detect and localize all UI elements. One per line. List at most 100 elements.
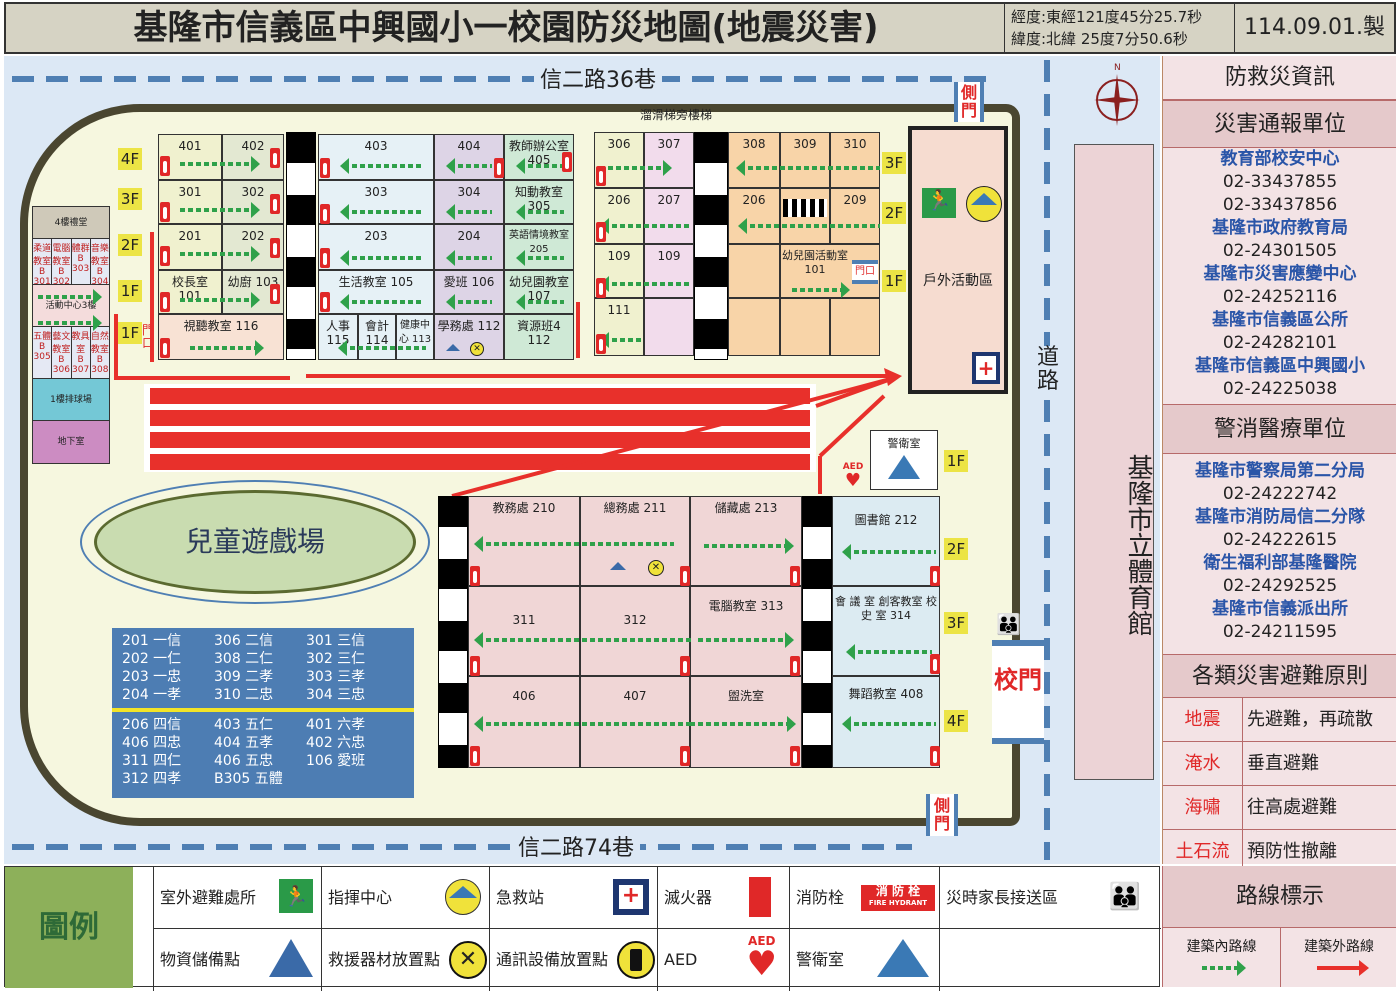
parent-pickup-icon: 👪	[1108, 882, 1141, 912]
contact-phone[interactable]: 02-24211595	[1222, 622, 1338, 642]
gymnasium: 基隆市立體育館	[1074, 144, 1154, 780]
class-entry: 310 二忠	[214, 687, 274, 703]
room-116-av: 視聽教室 116	[158, 314, 284, 360]
class-entry: 301 三信	[306, 633, 366, 649]
disaster-type: 海嘯	[1163, 786, 1243, 830]
contact-phone[interactable]: 02-24292525	[1222, 576, 1338, 596]
disaster-type: 土石流	[1163, 830, 1243, 874]
class-entry: 302 三仁	[306, 651, 366, 667]
supply-storage-icon	[269, 939, 313, 977]
outdoor-route-stripe	[150, 388, 810, 404]
slide-staircase[interactable]	[694, 132, 728, 360]
north-side-gate[interactable]: 側門	[954, 82, 984, 122]
indoor-route-arrow	[690, 716, 796, 732]
disaster-type: 地震	[1163, 698, 1243, 742]
command-center-icon	[445, 879, 481, 915]
contact-phone[interactable]: 02-24252116	[1222, 287, 1338, 307]
fire-extinguisher-icon	[270, 194, 280, 214]
room-314: 會 議 室 創客教室 校 史 室 314	[832, 586, 940, 676]
fire-extinguisher-icon	[470, 656, 480, 676]
indoor-route-arrow	[516, 294, 564, 310]
command-center-icon	[966, 186, 1002, 222]
contact-phone[interactable]: 02-24225038	[1222, 379, 1338, 399]
contact-phone[interactable]: 02-24222615	[1222, 530, 1338, 550]
class-entry: 406 五忠	[214, 753, 274, 769]
outdoor-route-line	[114, 376, 290, 380]
fire-extinguisher-icon	[470, 566, 480, 586]
class-entry: 312 四孝	[122, 771, 182, 787]
room-blank	[830, 298, 880, 356]
class-entry: 303 三孝	[306, 669, 366, 685]
indoor-route-arrow	[842, 544, 936, 560]
door-label[interactable]: 門口	[852, 260, 878, 284]
room-205: 英語情境教室 205	[504, 224, 574, 270]
floor-tag: 1F	[944, 450, 968, 472]
indoor-route-arrow	[1201, 960, 1246, 976]
guard-room-icon	[888, 455, 920, 479]
route-inside-label: 建築內路線	[1186, 939, 1257, 955]
fire-extinguisher-icon	[680, 656, 690, 676]
fire-extinguisher-icon	[160, 202, 170, 222]
outdoor-shelter-icon: 🏃	[922, 188, 956, 218]
indoor-route-arrow	[338, 340, 426, 356]
north-road-label: 信二路36巷	[534, 62, 662, 94]
room-403: 403	[318, 134, 434, 180]
class-entry: 106 愛班	[306, 753, 366, 769]
indoor-route-arrow	[180, 246, 260, 262]
indoor-route-arrow	[340, 204, 424, 220]
south-side-gate[interactable]: 側門	[926, 794, 958, 836]
indoor-route-arrow	[738, 218, 880, 234]
fire-extinguisher-icon	[320, 292, 330, 312]
floor-tag: 3F	[882, 152, 906, 174]
compass-icon: N	[1092, 62, 1142, 128]
staircase[interactable]	[802, 496, 832, 768]
fire-extinguisher-icon	[596, 278, 606, 298]
main-gate[interactable]: 校門	[992, 640, 1044, 744]
contact-phone[interactable]: 02-24282101	[1222, 333, 1338, 353]
playground-outline	[80, 480, 430, 604]
panel-title: 防救災資訊	[1163, 56, 1396, 100]
staircase[interactable]	[438, 496, 468, 768]
staircase[interactable]	[286, 132, 316, 360]
contact-phone[interactable]: 02-24301505	[1222, 241, 1338, 261]
contact-phone[interactable]: 02-24222742	[1222, 484, 1338, 504]
legend-extinguisher: 滅火器	[657, 867, 789, 929]
evacuation-rule: 先避難，再疏散	[1247, 709, 1373, 730]
outdoor-route-stripe	[150, 454, 810, 470]
class-entry: 401 六孝	[306, 717, 366, 733]
class-entry: 311 四仁	[122, 753, 182, 769]
contact-phone[interactable]: 02-33437856	[1222, 195, 1338, 215]
fire-extinguisher-icon	[749, 877, 771, 917]
contact-phone[interactable]: 02-33437855	[1222, 172, 1338, 192]
fire-extinguisher-icon	[930, 566, 940, 586]
rescue-equipment-icon: ✕	[470, 342, 484, 356]
route-legend: 路線標示 建築內路線 建築外路線	[1162, 866, 1396, 987]
first-aid-icon: +	[613, 879, 649, 915]
rescue-equipment-icon: ✕	[648, 560, 664, 576]
indoor-route-arrow	[846, 644, 932, 660]
header: 基隆市信義區中興國小一校園防災地圖(地震災害) 經度:東經121度45分25.7…	[4, 2, 1396, 54]
room-305: 知動教室 305	[504, 180, 574, 224]
floor-tag: 4F	[118, 148, 142, 170]
floor-tag: 1F	[118, 280, 142, 302]
fire-extinguisher-icon	[160, 292, 170, 312]
medical-units-header: 警消醫療單位	[1163, 404, 1396, 454]
fire-extinguisher-icon	[680, 566, 690, 586]
auditorium: 4樓禮堂	[33, 207, 109, 239]
indoor-route-arrow	[190, 340, 264, 356]
legend-outdoor-shelter: 室外避難處所🏃	[153, 867, 321, 929]
rescue-equipment-icon: ✕	[449, 941, 487, 979]
outdoor-route-arrow	[1317, 960, 1369, 976]
fire-extinguisher-icon	[320, 248, 330, 268]
room-204: 204	[434, 224, 504, 270]
indoor-route-arrow	[600, 276, 690, 292]
guard-room-label: 警衛室	[887, 437, 921, 450]
indoor-route-arrow	[474, 716, 690, 732]
